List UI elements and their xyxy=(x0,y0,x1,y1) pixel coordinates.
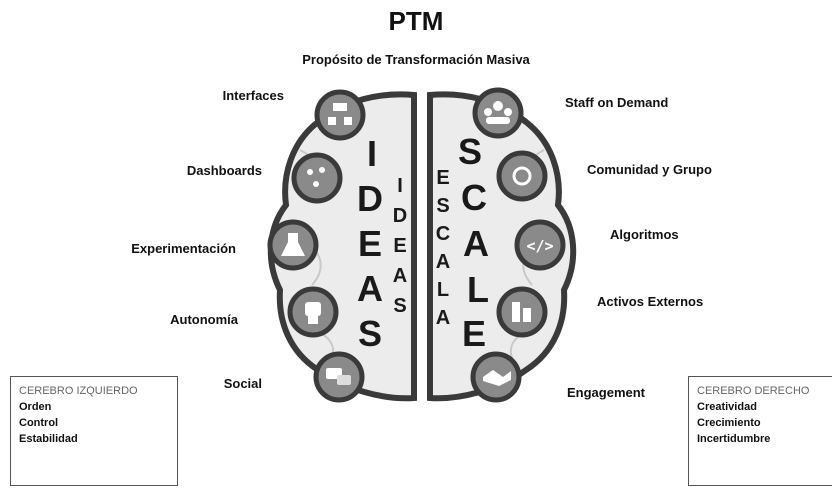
svg-text:E: E xyxy=(462,313,486,354)
ideas-small-letters: I D E A S xyxy=(393,175,407,317)
right-brain-box: CEREBRO DERECHO Creatividad Crecimiento … xyxy=(688,376,832,486)
label-activos-externos: Activos Externos xyxy=(597,294,704,309)
community-icon xyxy=(496,150,548,202)
code-icon xyxy=(514,219,566,271)
diagram-title: PTM xyxy=(388,6,444,36)
svg-text:S: S xyxy=(393,295,406,317)
svg-text:A: A xyxy=(393,265,407,287)
escala-small-letters: E S C A L A xyxy=(436,167,450,329)
dashboard-icon xyxy=(291,152,343,204)
interfaces-icon xyxy=(314,89,366,141)
svg-text:S: S xyxy=(436,195,449,217)
right-box-item: Incertidumbre xyxy=(697,433,771,445)
scale-big-letters: S C A L E xyxy=(458,131,489,354)
left-box-item: Estabilidad xyxy=(19,433,78,445)
svg-text:E: E xyxy=(358,223,382,264)
svg-text:A: A xyxy=(436,307,450,329)
label-interfaces: Interfaces xyxy=(222,88,284,103)
left-brain-box: CEREBRO IZQUIERDO Orden Control Estabili… xyxy=(10,376,178,486)
svg-text:L: L xyxy=(437,279,449,301)
svg-text:E: E xyxy=(393,235,406,257)
svg-text:A: A xyxy=(463,223,489,264)
label-algoritmos: Algoritmos xyxy=(610,227,679,242)
right-box-heading: CEREBRO DERECHO xyxy=(697,385,810,397)
people-icon xyxy=(472,87,524,139)
left-box-heading: CEREBRO IZQUIERDO xyxy=(19,385,138,397)
svg-text:E: E xyxy=(436,167,449,189)
svg-text:</>: </> xyxy=(526,237,553,255)
svg-text:I: I xyxy=(367,133,377,174)
svg-text:S: S xyxy=(358,313,382,354)
svg-text:D: D xyxy=(393,205,407,227)
svg-text:A: A xyxy=(357,268,383,309)
label-experimentacion: Experimentación xyxy=(131,241,236,256)
right-box-item: Crecimiento xyxy=(697,417,761,429)
right-box-item: Creatividad xyxy=(697,401,757,413)
left-box-item: Control xyxy=(19,417,59,429)
svg-text:S: S xyxy=(458,131,482,172)
label-staff-on-demand: Staff on Demand xyxy=(565,95,669,110)
label-comunidad-grupo: Comunidad y Grupo xyxy=(587,162,712,177)
svg-text:C: C xyxy=(436,223,450,245)
svg-text:D: D xyxy=(357,178,383,219)
label-engagement: Engagement xyxy=(567,385,646,400)
svg-text:L: L xyxy=(467,269,489,310)
svg-text:C: C xyxy=(461,177,487,218)
svg-text:I: I xyxy=(397,175,403,197)
ideas-big-letters: I D E A S xyxy=(357,133,383,354)
left-box-item: Orden xyxy=(19,401,52,413)
svg-text:A: A xyxy=(436,251,450,273)
label-dashboards: Dashboards xyxy=(186,163,262,178)
assets-icon xyxy=(496,286,548,338)
label-social: Social xyxy=(223,376,262,391)
label-autonomia: Autonomía xyxy=(170,312,238,327)
diagram-subtitle: Propósito de Transformación Masiva xyxy=(302,52,530,67)
